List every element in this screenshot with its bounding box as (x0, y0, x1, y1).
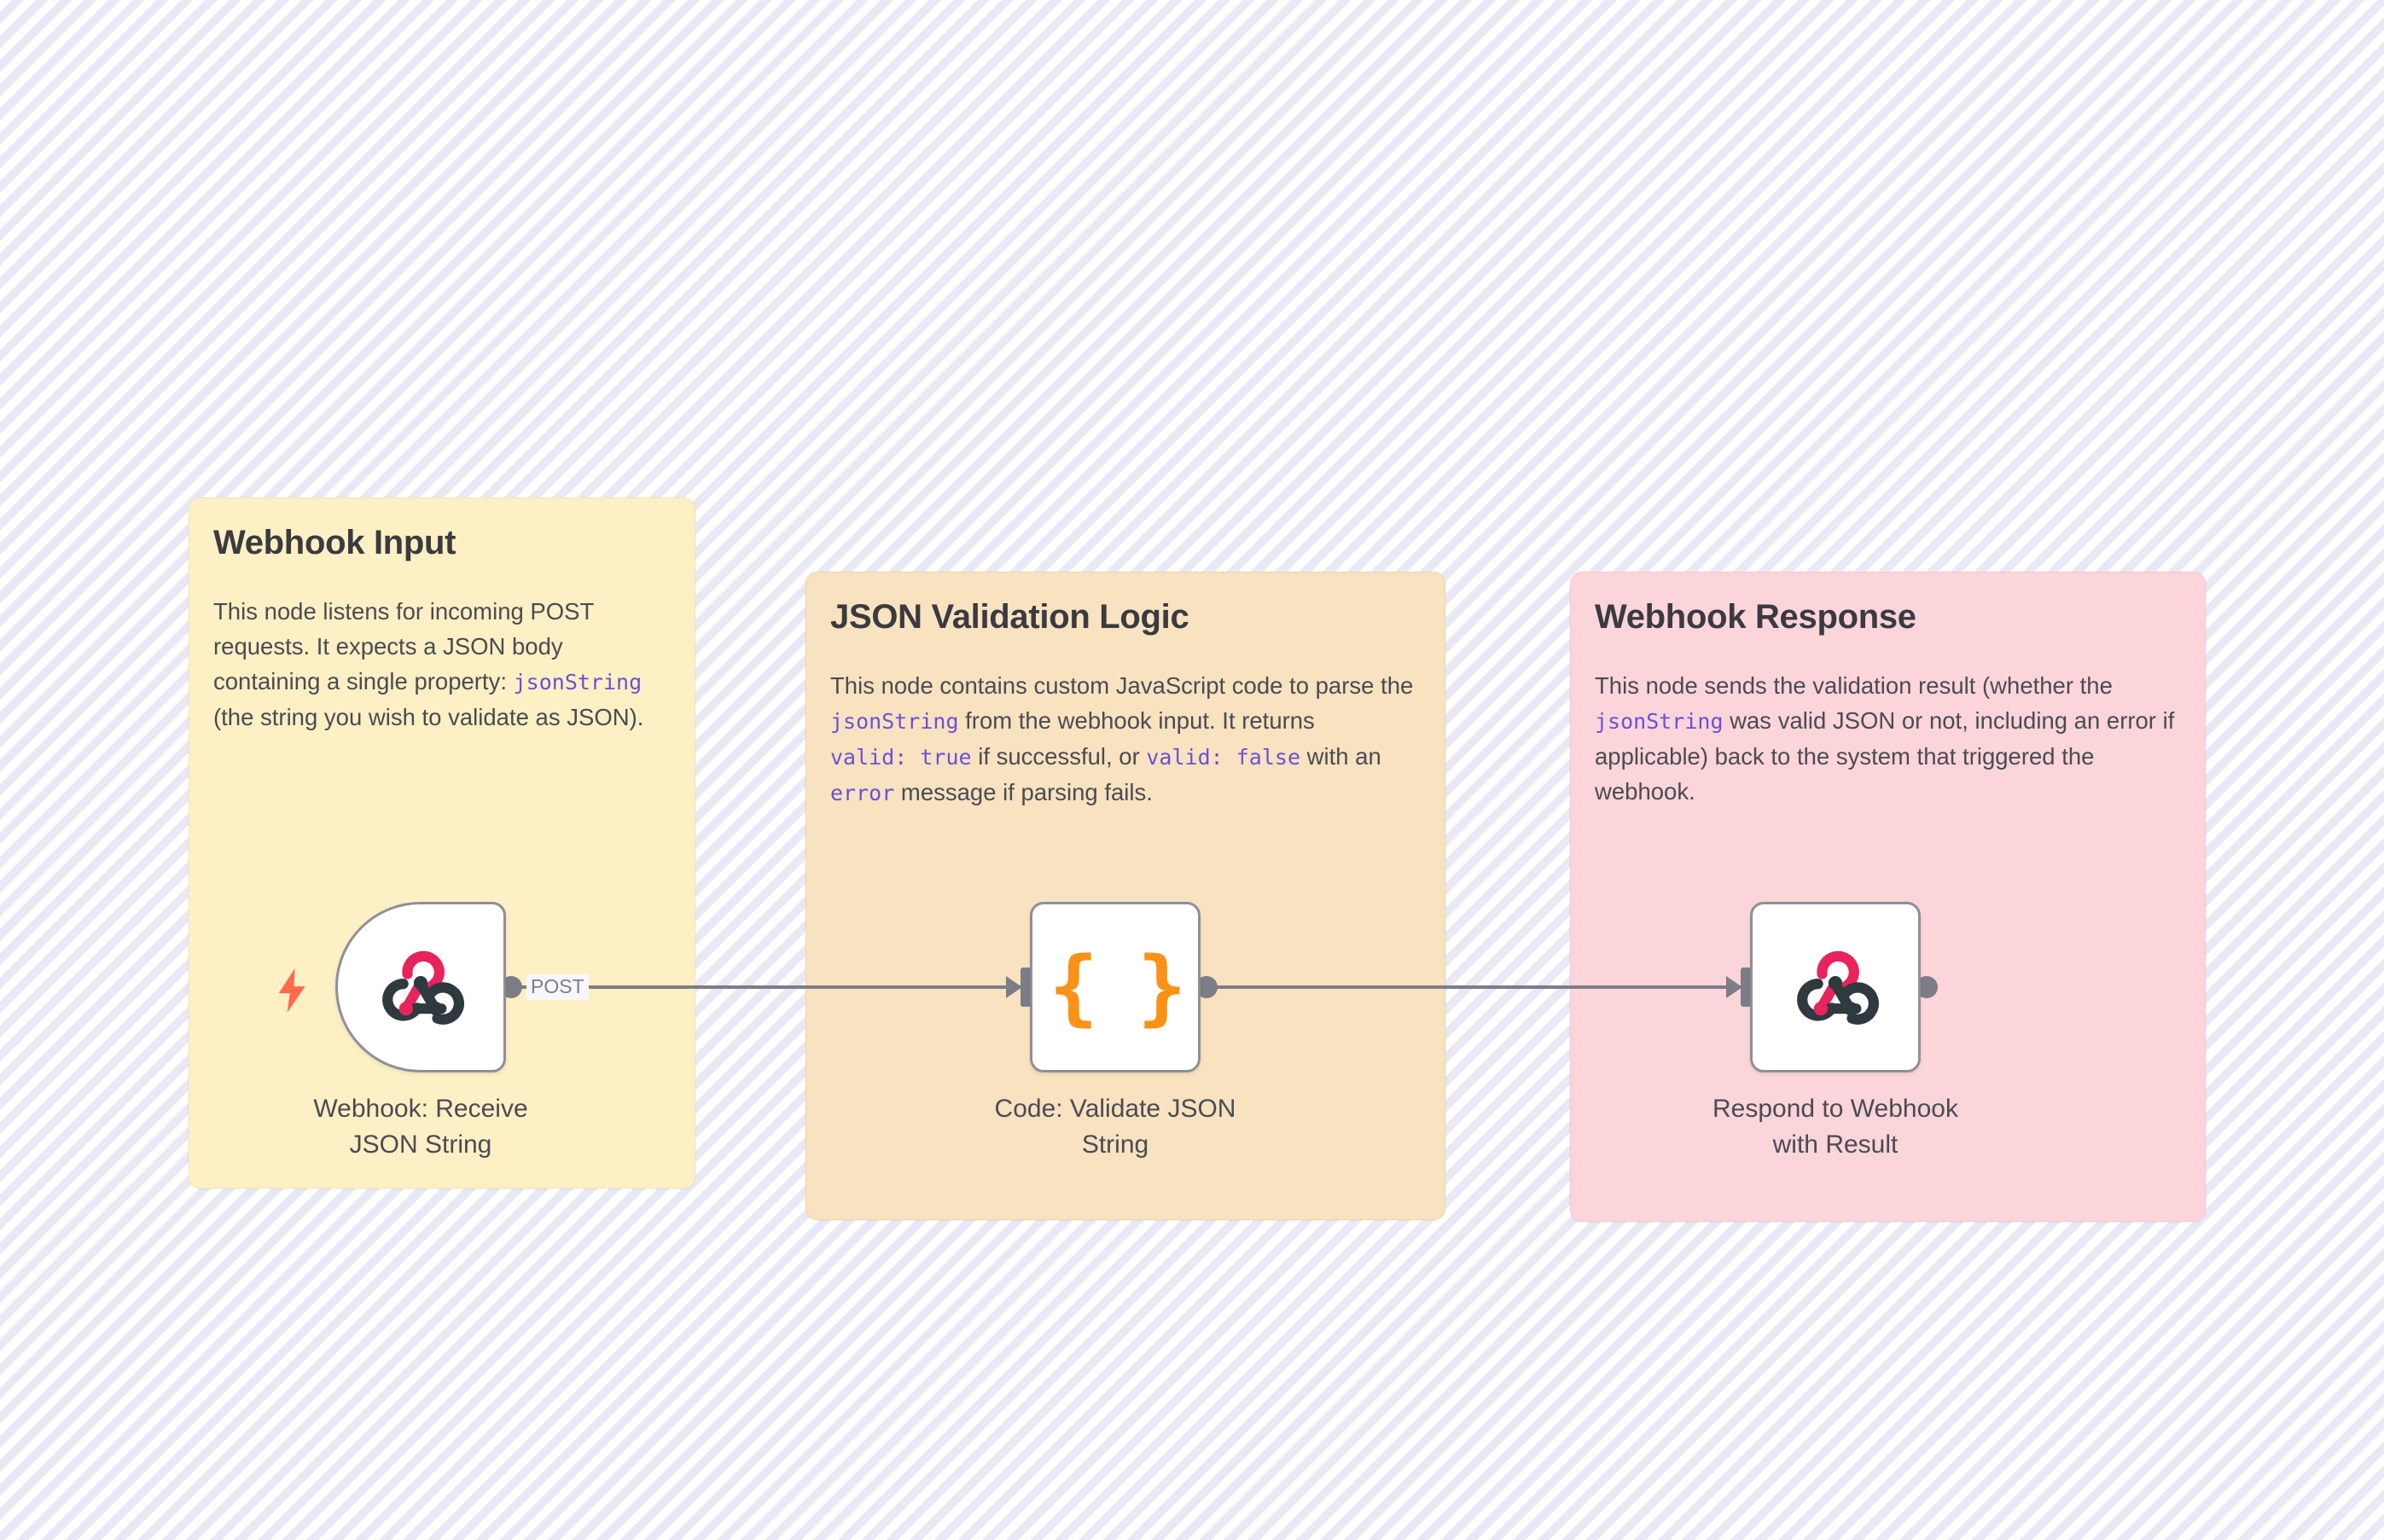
body-text-segment: if successful, or (971, 743, 1147, 770)
node-body[interactable]: { } (1030, 902, 1201, 1072)
code-braces-icon: { } (1049, 939, 1186, 1035)
sticky-note-body: This node sends the validation result (w… (1595, 668, 2181, 809)
node-label: Webhook: Receive JSON String (313, 1095, 528, 1159)
body-code-segment: jsonString (830, 709, 959, 734)
input-port-respond-webhook[interactable] (1741, 968, 1752, 1007)
body-code-segment: error (830, 781, 895, 805)
sticky-note-title: Webhook Response (1595, 598, 1916, 636)
body-code-segment: jsonString (513, 670, 643, 694)
sticky-note-body: This node listens for incoming POST requ… (213, 594, 671, 735)
body-code-segment: jsonString (1595, 709, 1724, 734)
input-port-code-validate[interactable] (1020, 968, 1032, 1007)
trigger-bolt-icon (278, 968, 305, 1013)
body-text-segment: (the string you wish to validate as JSON… (213, 704, 644, 730)
node-webhook-receive[interactable]: Webhook: Receive JSON String (278, 902, 549, 1163)
body-text-segment: from the webhook input. It returns (958, 707, 1315, 734)
body-text-segment: with an (1300, 743, 1381, 770)
body-text-segment: This node listens for incoming POST requ… (213, 598, 594, 694)
body-code-segment: valid: true (830, 745, 972, 770)
sticky-note-webhook-input[interactable]: Webhook Input This node listens for inco… (189, 497, 695, 1188)
node-label: Code: Validate JSON String (994, 1095, 1236, 1159)
sticky-note-title: Webhook Input (213, 524, 456, 561)
body-text-segment: was valid JSON or not, including an erro… (1595, 707, 2175, 805)
sticky-note-validation-logic[interactable]: JSON Validation Logic This node contains… (805, 572, 1445, 1220)
node-body[interactable] (1750, 902, 1921, 1072)
node-code-validate[interactable]: { } Code: Validate JSON String (995, 902, 1243, 1163)
arrow-head-icon (1006, 976, 1022, 998)
connector-webhook-to-code[interactable] (512, 985, 1024, 989)
node-body[interactable] (335, 902, 506, 1072)
node-label: Respond to Webhook with Result (1712, 1095, 1958, 1159)
sticky-note-webhook-response[interactable]: Webhook Response This node sends the val… (1570, 572, 2206, 1222)
body-text-segment: This node sends the validation result (w… (1595, 672, 2113, 699)
webhook-icon (1797, 950, 1879, 1025)
webhook-icon (382, 950, 464, 1025)
connection-label-post: POST (526, 974, 589, 1000)
sticky-note-body: This node contains custom JavaScript cod… (830, 668, 1421, 811)
body-text-segment: message if parsing fails. (894, 779, 1153, 805)
node-respond-webhook[interactable]: Respond to Webhook with Result (1712, 902, 1963, 1163)
sticky-note-title: JSON Validation Logic (830, 598, 1189, 636)
body-code-segment: valid: false (1146, 745, 1300, 770)
body-text-segment: This node contains custom JavaScript cod… (830, 672, 1414, 699)
arrow-head-icon (1726, 976, 1742, 998)
connector-code-to-respond[interactable] (1207, 985, 1744, 989)
